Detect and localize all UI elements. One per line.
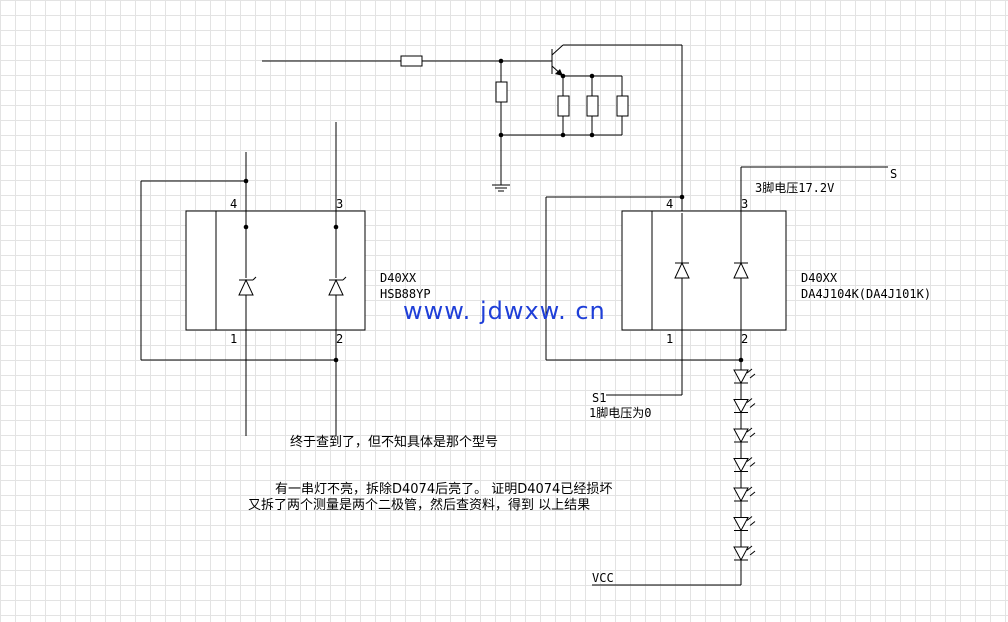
left-pin4-label: 4 bbox=[230, 197, 237, 211]
right-pin2-label: 2 bbox=[741, 332, 748, 346]
diode-icon bbox=[238, 276, 257, 296]
led-icon bbox=[733, 545, 756, 562]
led-string bbox=[733, 368, 756, 562]
resistor bbox=[557, 95, 570, 117]
left-module: 4 3 1 2 D40XX HSB88YP bbox=[140, 122, 431, 436]
diode-icon bbox=[674, 261, 690, 279]
resistor bbox=[586, 95, 599, 117]
note-line-3: 又拆了两个测量是两个二极管，然后查资料，得到 以上结果 bbox=[248, 497, 590, 513]
led-icon bbox=[733, 486, 756, 503]
left-module-name: D40XX bbox=[380, 271, 417, 285]
led-icon bbox=[733, 368, 756, 385]
s-terminal-label: S bbox=[890, 167, 897, 181]
right-module-model: DA4J104K(DA4J101K) bbox=[801, 287, 931, 301]
note-line-2: 有一串灯不亮，拆除D4074后亮了。 证明D4074已经损坏 bbox=[275, 481, 612, 497]
ground-icon bbox=[492, 184, 510, 192]
led-icon bbox=[733, 516, 756, 532]
right-pin3-label: 3 bbox=[741, 197, 748, 211]
left-module-model: HSB88YP bbox=[380, 287, 431, 301]
right-module: 4 3 1 2 D40XX DA4J104K(DA4J101K) bbox=[545, 166, 931, 585]
resistor bbox=[616, 95, 629, 117]
watermark: www. jdwxw. cn bbox=[403, 297, 606, 325]
resistor bbox=[495, 81, 508, 103]
led-icon bbox=[733, 427, 756, 444]
right-pin4-label: 4 bbox=[666, 197, 673, 211]
pin1-voltage-label: 1脚电压为0 bbox=[589, 405, 651, 420]
note-line-1: 终于查到了，但不知具体是那个型号 bbox=[290, 434, 498, 450]
pnp-transistor-icon bbox=[551, 44, 682, 77]
right-module-name: D40XX bbox=[801, 271, 838, 285]
pin3-voltage-label: 3脚电压17.2V bbox=[755, 180, 834, 195]
s1-terminal-label: S1 bbox=[592, 391, 606, 405]
vcc-label: VCC bbox=[592, 571, 614, 585]
led-icon bbox=[733, 398, 756, 414]
base-resistor bbox=[400, 55, 423, 67]
right-pin1-label: 1 bbox=[666, 332, 673, 346]
led-icon bbox=[733, 457, 756, 473]
left-pin1-label: 1 bbox=[230, 332, 237, 346]
left-pin3-label: 3 bbox=[336, 197, 343, 211]
diode-icon bbox=[733, 261, 749, 279]
left-pin2-label: 2 bbox=[336, 332, 343, 346]
transistor-network bbox=[262, 44, 683, 213]
diode-icon bbox=[328, 276, 347, 296]
